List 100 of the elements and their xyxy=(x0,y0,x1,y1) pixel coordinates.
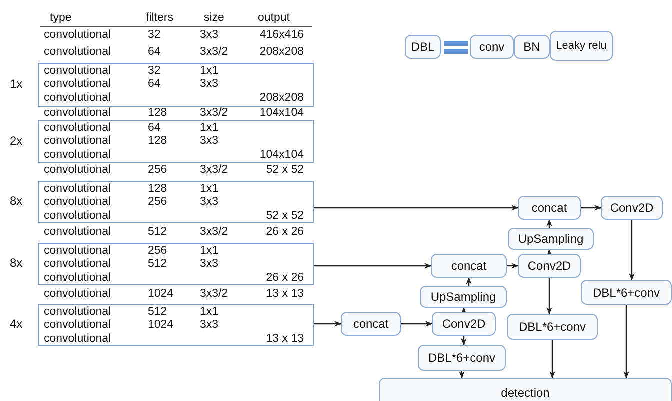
table-cell: 128 xyxy=(148,107,168,120)
table-cell: 3x3 xyxy=(200,319,219,332)
table-cell: 26 x 26 xyxy=(266,272,304,285)
table-cell: 1x1 xyxy=(200,122,219,135)
table-cell: convolutional xyxy=(44,245,112,258)
table-cell: 3x3 xyxy=(200,196,219,210)
table-cell: 64 xyxy=(148,78,161,92)
process-box: Conv2D xyxy=(518,254,581,278)
repeat-label: 8x xyxy=(10,195,23,208)
column-header: filters xyxy=(146,12,174,25)
arrow xyxy=(466,277,472,286)
table-cell: 64 xyxy=(148,122,161,135)
arrow xyxy=(581,205,602,211)
table-cell: convolutional xyxy=(44,319,112,332)
repeat-label: 2x xyxy=(10,134,23,148)
table-cell: 512 xyxy=(148,226,168,239)
table-cell: convolutional xyxy=(44,183,112,196)
table-cell: 208x208 xyxy=(260,46,304,59)
table-cell: 256 xyxy=(148,245,168,258)
table-cell: 3x3 xyxy=(200,258,219,272)
table-cell: 3x3/2 xyxy=(200,226,228,239)
table-cell: 52 x 52 xyxy=(266,164,304,177)
residual-block-box xyxy=(38,243,314,285)
repeat-label: 4x xyxy=(10,318,23,331)
column-header: type xyxy=(50,12,72,25)
repeat-label: 1x xyxy=(10,78,23,91)
arrow xyxy=(314,205,519,211)
column-header: output xyxy=(258,12,290,25)
process-box: DBL*6+conv xyxy=(418,345,506,371)
table-cell: convolutional xyxy=(44,196,112,210)
table-cell: 256 xyxy=(148,196,168,210)
table-cell: 128 xyxy=(148,183,168,196)
table-cell: convolutional xyxy=(44,46,112,59)
table-cell: 64 xyxy=(148,46,161,59)
table-cell: convolutional xyxy=(44,135,112,148)
process-box: concat xyxy=(518,196,581,220)
process-box: detection xyxy=(379,378,672,401)
table-cell: 3x3/2 xyxy=(200,288,228,301)
table-cell: 104x104 xyxy=(260,107,304,120)
table-cell: 3x3/2 xyxy=(200,107,228,120)
residual-block-box xyxy=(38,120,314,163)
table-cell: convolutional xyxy=(44,332,112,346)
arrow xyxy=(314,321,342,327)
repeat-label: 8x xyxy=(10,257,23,270)
table-cell: 104x104 xyxy=(260,148,304,162)
arrow xyxy=(624,305,630,379)
table-cell: convolutional xyxy=(44,65,112,78)
layer-box: Leaky relu xyxy=(550,31,613,61)
arrow xyxy=(461,307,467,314)
table-cell: 256 xyxy=(148,164,168,177)
arrow xyxy=(459,371,465,379)
arrow xyxy=(546,219,552,228)
table-cell: convolutional xyxy=(44,210,112,223)
layer-box: conv xyxy=(470,35,514,59)
table-cell: 26 x 26 xyxy=(266,226,304,239)
column-header: size xyxy=(204,12,224,25)
arrow xyxy=(401,321,433,327)
dbl-box: DBL xyxy=(405,35,441,59)
arrow xyxy=(546,249,552,256)
residual-block-box xyxy=(38,304,314,346)
process-box: concat xyxy=(431,254,507,278)
table-cell: 512 xyxy=(148,258,168,272)
table-cell: 1x1 xyxy=(200,245,219,258)
process-box: concat xyxy=(341,312,401,336)
table-cell: convolutional xyxy=(44,29,112,42)
process-box: DBL*6+conv xyxy=(581,280,672,305)
arrow xyxy=(550,340,556,379)
table-cell: 3x3/2 xyxy=(200,164,228,177)
table-cell: 128 xyxy=(148,135,168,148)
table-cell: 3x3/2 xyxy=(200,46,228,59)
table-cell: convolutional xyxy=(44,92,112,105)
table-cell: 32 xyxy=(148,65,161,78)
process-box: UpSampling xyxy=(508,228,594,250)
table-cell: 13 x 13 xyxy=(266,332,304,346)
process-box: Conv2D xyxy=(432,312,496,336)
table-cell: 1x1 xyxy=(200,183,219,196)
table-cell: 52 x 52 xyxy=(266,210,304,223)
table-cell: convolutional xyxy=(44,122,112,135)
residual-block-box xyxy=(38,63,314,107)
process-box: Conv2D xyxy=(601,196,663,220)
arrow xyxy=(546,278,552,315)
arrow xyxy=(461,336,467,346)
table-cell: 13 x 13 xyxy=(266,288,304,301)
process-box: UpSampling xyxy=(420,286,507,308)
table-cell: 416x416 xyxy=(260,29,304,42)
layer-box: BN xyxy=(514,35,550,59)
table-cell: convolutional xyxy=(44,107,112,120)
arrow xyxy=(507,263,519,269)
table-cell: 32 xyxy=(148,29,161,42)
table-cell: 1x1 xyxy=(200,306,219,319)
residual-block-box xyxy=(38,181,314,223)
table-cell: 3x3 xyxy=(200,29,219,42)
process-box: DBL*6+conv xyxy=(507,314,598,340)
table-cell: convolutional xyxy=(44,226,112,239)
table-cell: 1x1 xyxy=(200,65,219,78)
table-cell: convolutional xyxy=(44,164,112,177)
table-cell: 3x3 xyxy=(200,135,219,148)
arrow xyxy=(314,263,432,269)
table-cell: 1024 xyxy=(148,319,174,332)
table-cell: 1024 xyxy=(148,288,174,301)
